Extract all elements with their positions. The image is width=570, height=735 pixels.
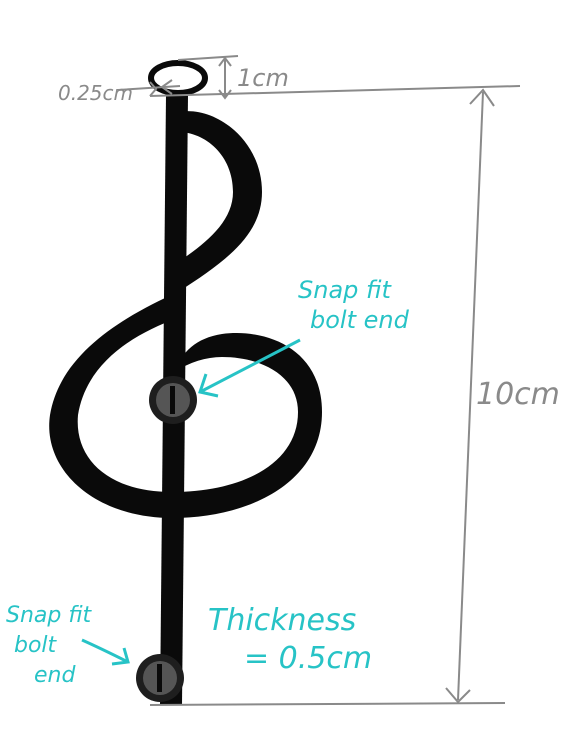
note-middle-bolt: Snap fit bolt end <box>198 276 410 398</box>
note-bottom-line-2: bolt <box>14 633 58 658</box>
thickness-line-2: = 0.5cm <box>244 641 372 676</box>
ring-width-label: 0.25cm <box>58 81 133 105</box>
bottom-bolt-end <box>136 654 184 702</box>
height-arrow-top <box>469 88 495 107</box>
note-middle-arrow <box>198 338 301 398</box>
height-dimension-line <box>457 91 484 701</box>
note-bottom-bolt: Snap fit bolt end <box>6 603 130 688</box>
ring-width-line <box>117 85 181 91</box>
note-bottom-line-3: end <box>34 663 76 688</box>
note-bottom-arrow <box>81 638 130 666</box>
ring-width-arrow-2 <box>160 79 173 95</box>
note-bottom-line-1: Snap fit <box>6 603 93 628</box>
ring-height-label: 1cm <box>237 64 289 92</box>
height-arrow-bottom <box>445 687 471 704</box>
clef-upper-loop <box>178 111 262 293</box>
note-thickness: Thickness = 0.5cm <box>208 603 372 676</box>
bottom-reference-line <box>149 702 506 706</box>
ring-top-extension <box>177 55 239 61</box>
ring-height-arrow-top <box>218 56 232 67</box>
note-middle-line-1: Snap fit <box>298 276 393 304</box>
thickness-line-1: Thickness <box>208 603 356 638</box>
top-ring <box>148 60 208 96</box>
note-middle-line-2: bolt end <box>310 306 410 334</box>
dimension-lines <box>117 55 521 706</box>
ring-height-arrow-bottom <box>218 89 232 100</box>
middle-bolt-end <box>149 376 197 424</box>
top-reference-line <box>149 85 521 97</box>
total-height-label: 10cm <box>476 377 560 412</box>
treble-clef-shape <box>49 60 322 705</box>
clef-main-swirl <box>49 292 322 518</box>
ring-width-arrow <box>149 81 158 97</box>
